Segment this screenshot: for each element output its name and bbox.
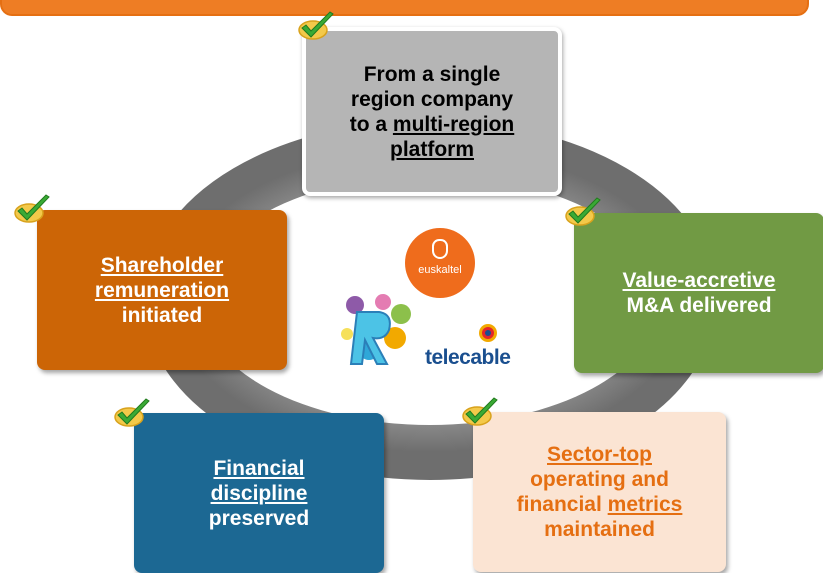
check-icon <box>565 197 601 226</box>
node-text-line: preserved <box>208 506 310 530</box>
node-underlined-text: Shareholder <box>100 253 224 277</box>
node-underlined-text: Financial <box>213 456 305 480</box>
node-text-line: financial metrics <box>517 492 683 517</box>
node-value-accretive-ma: Value-accretive M&A delivered <box>574 213 823 373</box>
node-sector-top-metrics: Sector-top operating and financial metri… <box>473 412 726 572</box>
node-text-line: to a multi-region <box>350 112 515 137</box>
node-text-line: region company <box>350 87 514 111</box>
node-underlined-text: platform <box>390 137 474 161</box>
header-banner <box>0 0 809 16</box>
node-underlined-text: Sector-top <box>547 443 652 466</box>
node-text-line: From a single <box>363 62 501 86</box>
node-underlined-text: multi-region <box>392 112 515 136</box>
node-financial-discipline: Financial discipline preserved <box>134 413 384 573</box>
check-icon <box>298 11 334 40</box>
node-text-fragment: to a <box>349 112 393 136</box>
node-underlined-text: discipline <box>210 481 308 505</box>
node-text-line: maintained <box>544 518 655 541</box>
r-logo-icon <box>341 294 411 365</box>
euskaltel-logo: euskaltel <box>405 228 475 298</box>
node-multi-region-platform: From a single region company to a multi-… <box>302 27 562 196</box>
ring-center <box>200 175 660 425</box>
check-icon <box>114 398 150 427</box>
node-text-line: initiated <box>121 303 203 327</box>
check-icon <box>14 194 50 223</box>
node-underlined-text: metrics <box>607 493 683 516</box>
node-underlined-text: remuneration <box>94 278 230 302</box>
node-text-line: operating and <box>530 468 669 491</box>
node-text-line: M&A delivered <box>626 294 772 317</box>
telecable-logo-text: telecable <box>425 346 511 369</box>
euskaltel-logo-text: euskaltel <box>418 264 462 276</box>
euskaltel-mark-icon <box>432 239 448 259</box>
node-underlined-text: Value-accretive <box>622 269 776 292</box>
check-icon <box>462 397 498 426</box>
node-text-fragment: financial <box>516 493 608 516</box>
node-shareholder-remuneration: Shareholder remuneration initiated <box>37 210 287 370</box>
telecable-dot-icon <box>479 324 497 342</box>
